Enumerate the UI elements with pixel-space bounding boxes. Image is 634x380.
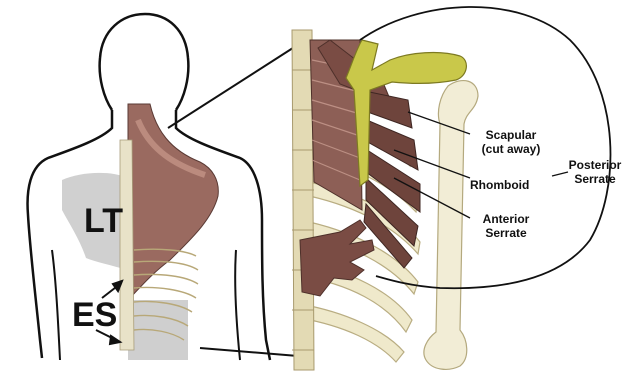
inner-arm-right <box>235 250 240 360</box>
label-rhomboid: Rhomboid <box>470 178 550 192</box>
label-scapular: Scapular (cut away) <box>468 128 554 156</box>
back-figure <box>28 14 270 360</box>
label-lt: LT <box>84 204 123 238</box>
detail-view <box>292 7 610 370</box>
label-posterior-serrate: Posterior Serrate <box>560 158 630 186</box>
label-es: ES <box>72 298 117 332</box>
inner-arm-left <box>52 250 60 360</box>
spine-band <box>120 140 134 350</box>
head-outline <box>100 14 189 110</box>
zoom-line-bottom <box>200 348 298 356</box>
label-anterior-serrate: Anterior Serrate <box>468 212 544 240</box>
